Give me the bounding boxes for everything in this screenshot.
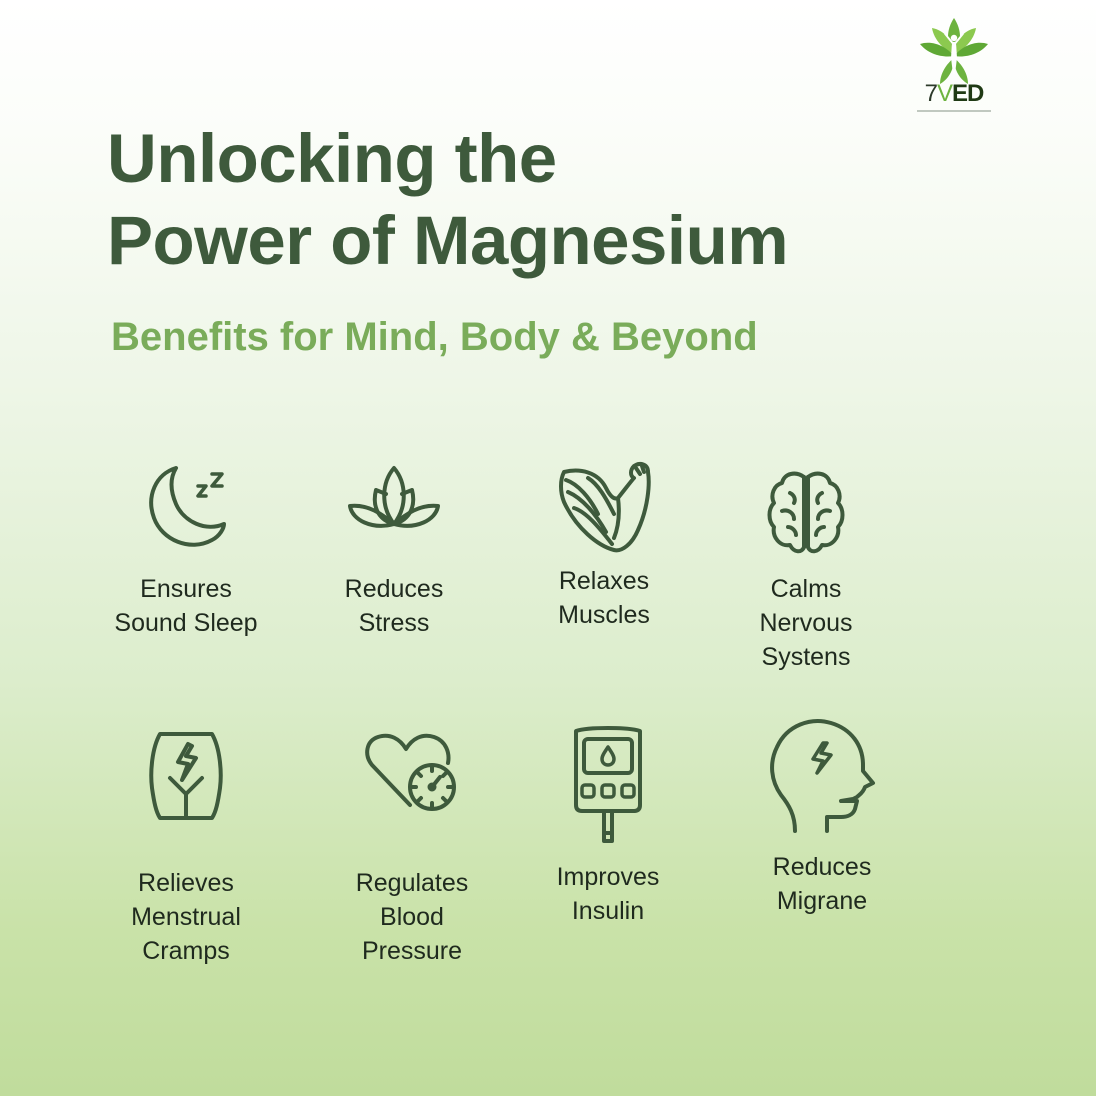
benefit-label-line: Reduces — [772, 853, 872, 881]
benefit-sound-sleep: Ensures Sound Sleep — [86, 462, 286, 640]
benefit-label: Relaxes Muscles — [558, 564, 650, 632]
benefit-label-line: Migrane — [776, 887, 868, 915]
benefit-label: Reduces Migrane — [773, 850, 872, 918]
benefit-label: Improves Insulin — [557, 860, 660, 928]
benefit-label-line: Menstrual — [131, 903, 241, 931]
lotus-icon — [342, 462, 446, 562]
benefit-menstrual-cramps: Relieves Menstrual Cramps — [86, 726, 286, 968]
benefit-label: Ensures Sound Sleep — [114, 572, 257, 640]
page-subtitle: Benefits for Mind, Body & Beyond — [111, 315, 758, 359]
brand-wordmark-ed: ED — [952, 80, 984, 107]
benefit-label-line: Nervous — [759, 609, 853, 637]
benefit-migraine: Reduces Migrane — [722, 712, 922, 918]
page-title-line-2: Power of Magnesium — [107, 202, 789, 279]
brand-tagline — [917, 110, 991, 112]
benefit-label: Reduces Stress — [345, 572, 444, 640]
benefit-label: Regulates Blood Pressure — [356, 866, 469, 968]
glucose-meter-icon — [568, 722, 648, 848]
benefit-label: Relieves Menstrual Cramps — [131, 866, 241, 968]
benefit-muscles: Relaxes Muscles — [504, 454, 704, 632]
benefit-label-line: Improves — [556, 863, 660, 891]
benefit-blood-pressure: Regulates Blood Pressure — [312, 726, 512, 968]
benefit-label-line: Sound Sleep — [114, 609, 258, 637]
brand-wordmark: 7VED — [924, 80, 985, 107]
leaf-person-icon — [920, 18, 988, 84]
uterus-lightning-icon — [146, 726, 226, 826]
flexed-arm-muscle-icon — [554, 454, 654, 562]
benefit-nervous-system: Calms Nervous Systens — [706, 462, 906, 674]
benefit-label-line: Reduces — [344, 575, 444, 603]
brain-icon — [766, 462, 846, 562]
benefit-label-line: Relaxes — [558, 567, 650, 595]
benefit-label-line: Cramps — [142, 937, 230, 965]
benefit-label-line: Relieves — [138, 869, 234, 897]
moon-sleep-icon — [136, 462, 236, 562]
page-title: Unlocking the Power of Magnesium — [107, 118, 789, 282]
brand-wordmark-7: 7 — [924, 80, 938, 107]
head-lightning-icon — [767, 712, 877, 842]
benefit-label-line: Pressure — [361, 937, 463, 965]
brand-logo: 7VED — [884, 14, 1024, 138]
benefit-label-line: Regulates — [355, 869, 469, 897]
benefit-stress: Reduces Stress — [294, 462, 494, 640]
benefit-insulin: Improves Insulin — [508, 722, 708, 928]
brand-wordmark-v: V — [937, 80, 953, 107]
benefit-label: Calms Nervous Systens — [759, 572, 852, 674]
benefit-label-line: Blood — [380, 903, 444, 931]
benefit-label-line: Systens — [761, 643, 851, 671]
benefit-label-line: Insulin — [571, 897, 645, 925]
benefit-label-line: Ensures — [140, 575, 232, 603]
benefit-label-line: Muscles — [558, 601, 650, 629]
heart-gauge-icon — [362, 726, 462, 826]
benefit-label-line: Calms — [770, 575, 842, 603]
benefit-label-line: Stress — [358, 609, 430, 637]
page-title-line-1: Unlocking the — [107, 120, 557, 197]
